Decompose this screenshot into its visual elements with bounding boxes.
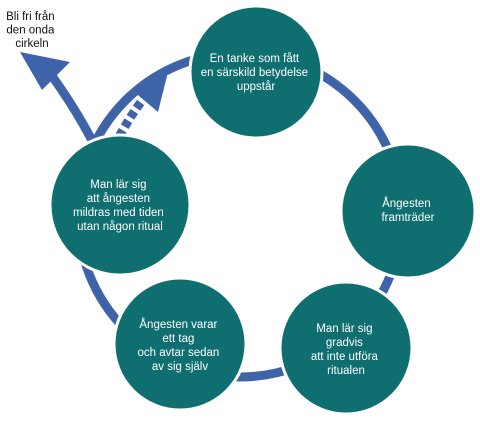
node-learn-anxiety-eases-line: att ångesten <box>87 193 150 205</box>
escape-label: Bli fri från den onda cirkeln <box>6 11 58 50</box>
node-learn-anxiety-eases-circle <box>48 133 192 277</box>
node-learn-anxiety-eases-line: mildras med tiden <box>73 207 164 219</box>
node-thought-line: En tanke som fått <box>210 53 300 65</box>
node-learn-anxiety-eases-line: Man lär sig <box>90 179 146 191</box>
node-thought: En tanke som fått en särskild betydelse … <box>188 4 324 140</box>
node-stop-rituals-line: ritualen <box>327 365 365 377</box>
node-anxiety-fades-line: ett tag <box>162 333 194 345</box>
node-thought-line: uppstår <box>237 81 276 93</box>
node-stop-rituals: Man lär sig gradvis att inte utföra ritu… <box>278 280 414 416</box>
escape-label-line: Bli fri från <box>6 11 55 23</box>
node-anxiety-fades: Ångesten varar ett tag och avtar sedan a… <box>112 276 248 412</box>
node-learn-anxiety-eases-line: utan någon ritual <box>77 221 163 233</box>
node-learn-anxiety-eases: Man lär sig att ångesten mildras med tid… <box>48 133 192 277</box>
node-stop-rituals-line: Man lär sig <box>316 323 372 335</box>
svg-text:Ångesten framträder: Ångesten framträder <box>381 197 434 224</box>
node-anxiety-fades-circle <box>112 276 248 412</box>
node-anxiety-fades-line: Ångesten varar <box>139 318 217 331</box>
node-stop-rituals-line: gradvis <box>326 337 363 349</box>
escape-label-line: cirkeln <box>15 38 48 50</box>
node-anxiety-appears: Ångesten framträder <box>339 142 477 280</box>
node-thought-line: en särskild betydelse <box>201 67 308 79</box>
node-thought-circle <box>188 4 324 140</box>
node-stop-rituals-circle <box>278 280 414 416</box>
escape-label-line: den onda <box>6 25 55 37</box>
node-anxiety-appears-line: framträder <box>381 212 434 224</box>
node-anxiety-appears-line: Ångesten <box>382 197 431 210</box>
svg-text:Ångesten varar ett tag: Ångesten varar ett tag och avtar sedan a… <box>137 318 222 373</box>
node-anxiety-appears-circle <box>339 142 477 280</box>
svg-text:Man lär sig gradvis: Man lär sig gradvis att inte utföra ritu… <box>311 323 381 377</box>
node-anxiety-fades-line: av sig själv <box>152 361 208 373</box>
escape-arrow-solid <box>20 52 103 155</box>
svg-text:Man lär sig att ångesten: Man lär sig att ångesten mildras med tid… <box>73 179 167 233</box>
svg-text:En tanke som fått en sär: En tanke som fått en särskild betydelse … <box>201 53 312 93</box>
node-anxiety-fades-line: och avtar sedan <box>137 347 219 359</box>
node-stop-rituals-line: att inte utföra <box>311 351 379 363</box>
